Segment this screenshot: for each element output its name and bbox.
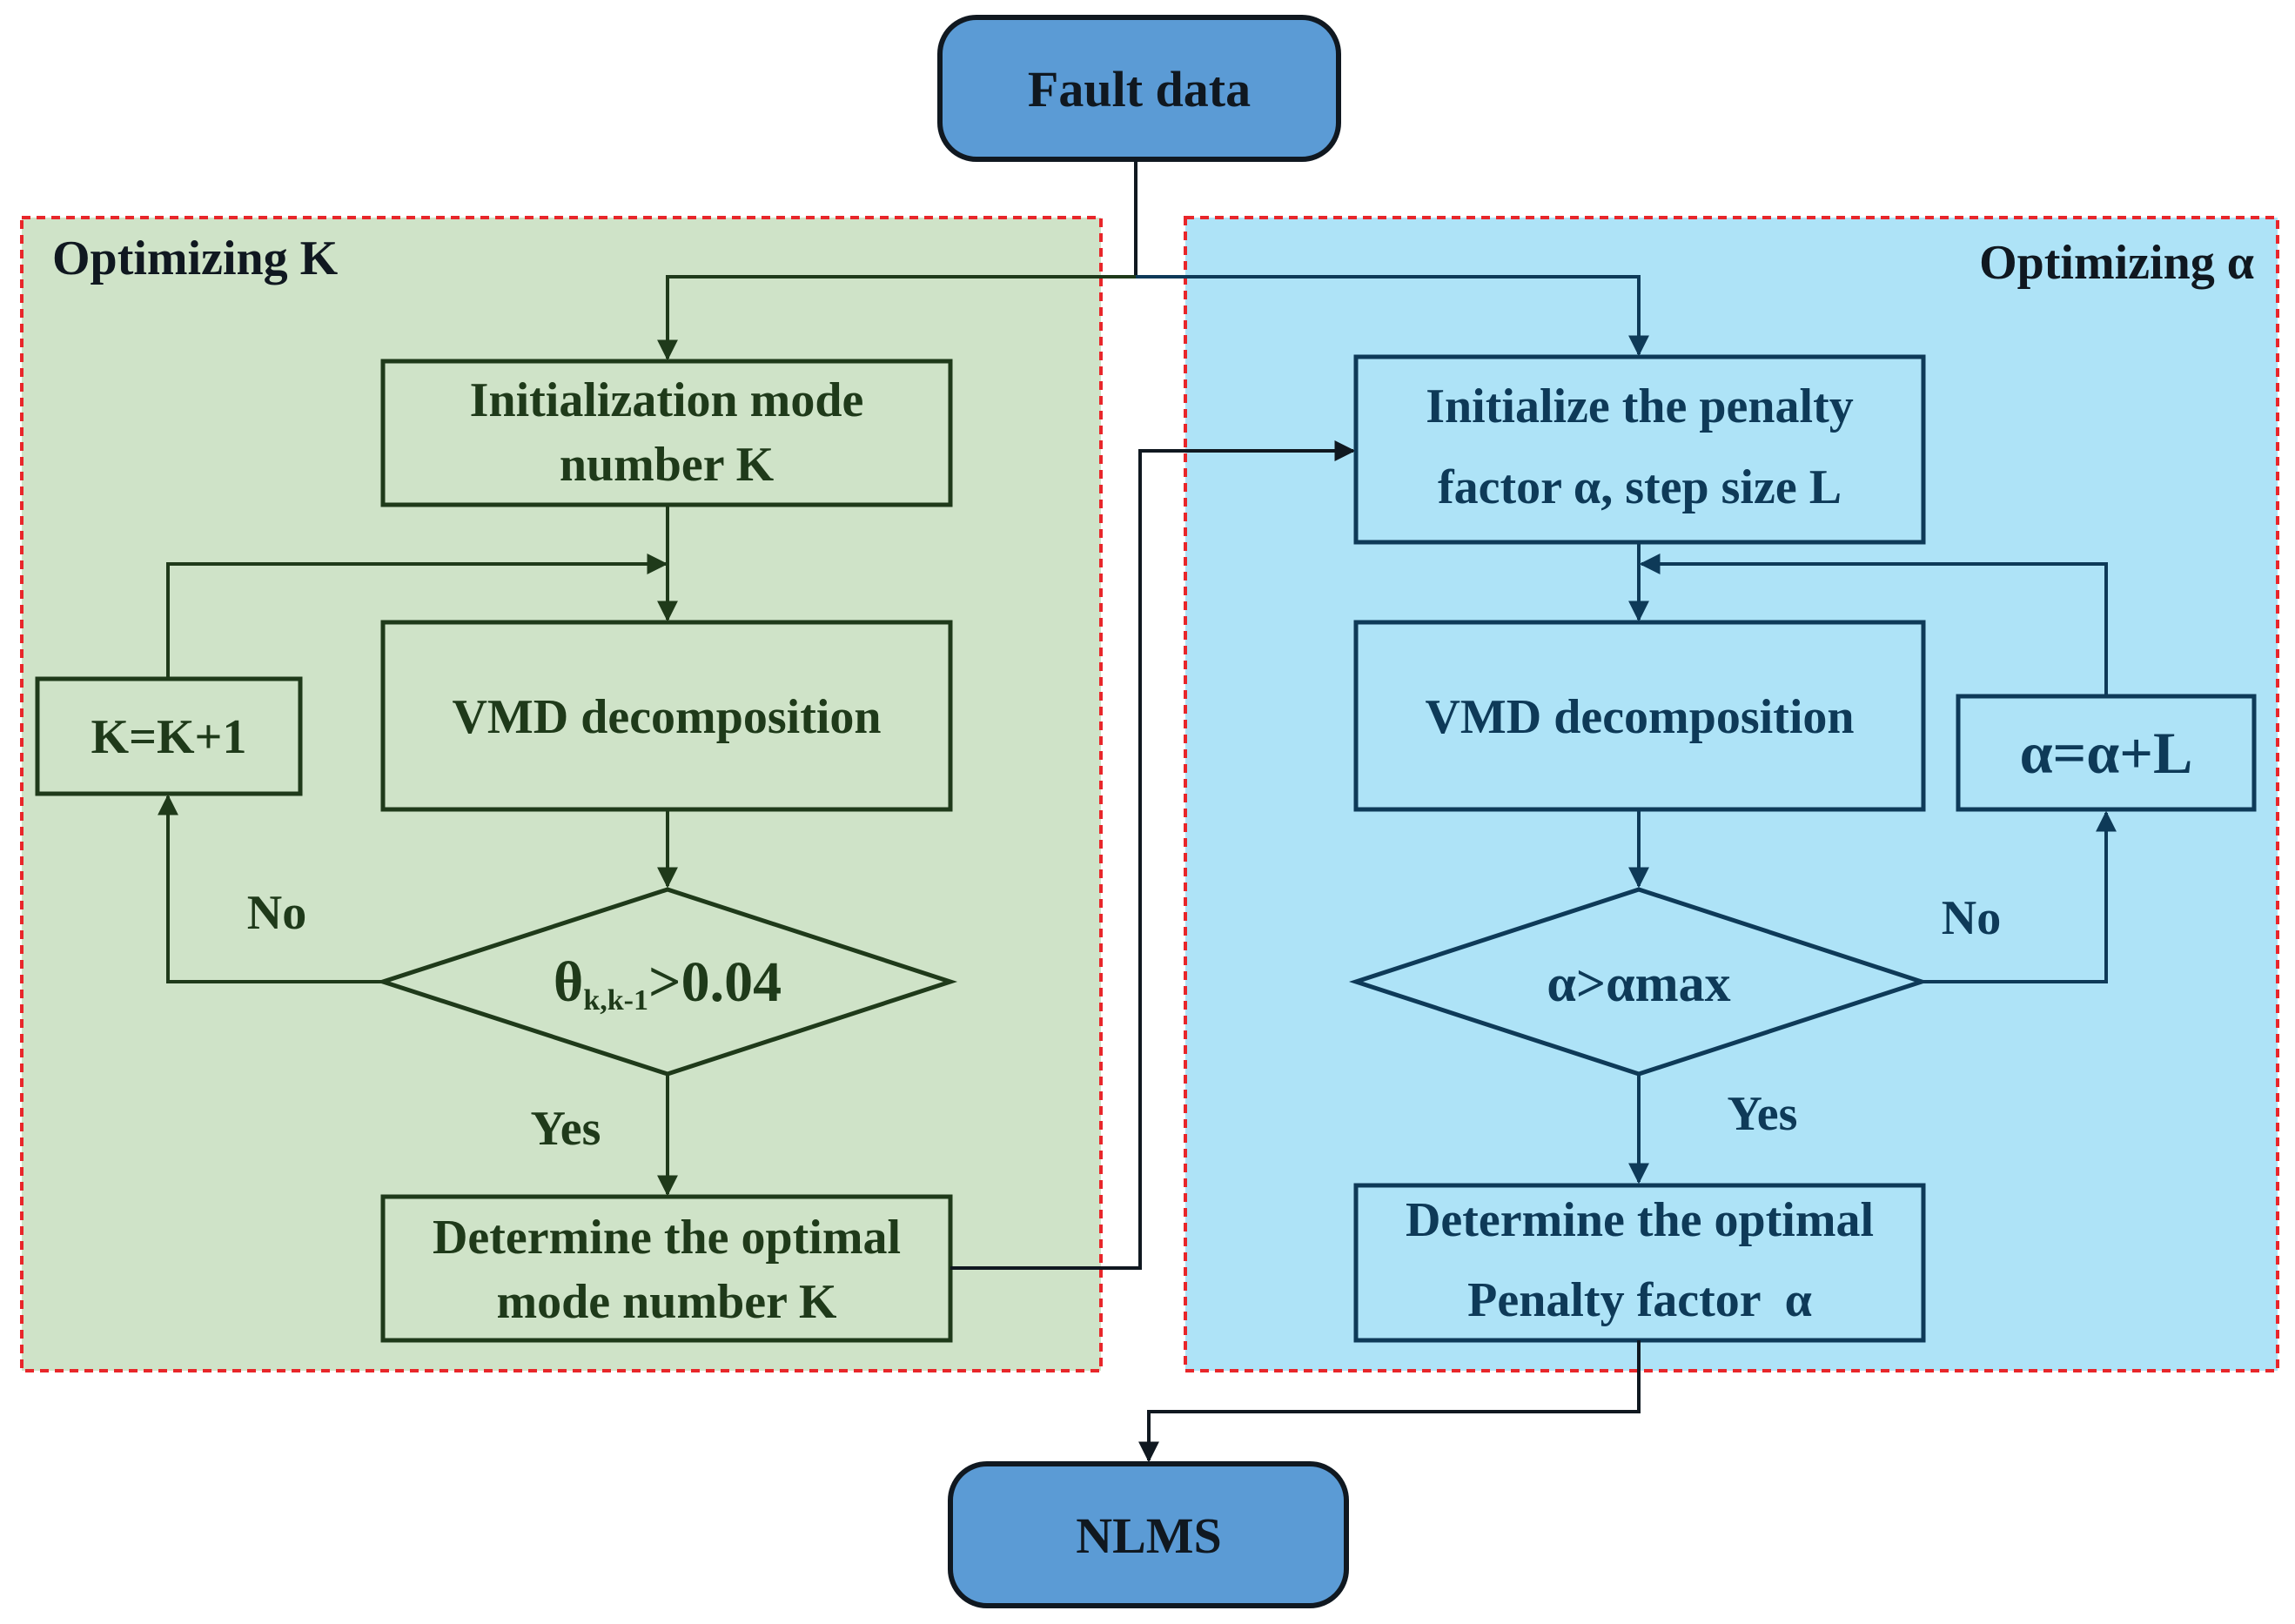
right-init-line1: Initialize the penalty — [1426, 379, 1854, 433]
arrow-right-no-to-update — [1922, 810, 2117, 983]
start-terminal — [937, 15, 1341, 162]
arrow-left-no-to-update — [158, 794, 383, 983]
right-result-line2: Penalty factor α — [1467, 1273, 1812, 1327]
arrow-right-update-loop — [1639, 554, 2108, 696]
arrow-left-update-loop — [166, 554, 668, 679]
left-result-line2: mode number K — [497, 1275, 837, 1329]
left-result-line1: Determine the optimal — [433, 1211, 901, 1265]
left-init-line2: number K — [560, 438, 775, 492]
left-no-label: No — [247, 886, 306, 940]
arrow-to-right-init — [1136, 275, 1649, 357]
right-vmd-label: VMD decomposition — [1425, 690, 1854, 744]
end-terminal-label: NLMS — [1076, 1507, 1222, 1564]
arrow-left-result-to-right-init — [950, 440, 1356, 1270]
end-terminal — [948, 1461, 1349, 1608]
left-yes-label: Yes — [531, 1102, 601, 1156]
left-condition-label: θk,k-1>0.04 — [554, 950, 782, 1017]
right-panel-title: Optimizing α — [1979, 236, 2254, 290]
right-update-label: α=α+L — [2020, 720, 2193, 786]
left-vmd-label: VMD decomposition — [452, 690, 881, 744]
arrow-right-result-to-nlms — [1138, 1340, 1641, 1463]
right-no-label: No — [1942, 891, 2001, 945]
left-init-line1: Initialization mode — [470, 373, 864, 427]
arrow-to-left-init — [657, 275, 1136, 361]
right-yes-label: Yes — [1728, 1087, 1798, 1141]
right-result-line1: Determine the optimal — [1406, 1193, 1874, 1247]
left-panel-title: Optimizing K — [52, 232, 339, 285]
right-condition-label: α>αmax — [1547, 955, 1730, 1012]
right-init-line2: factor α, step size L — [1438, 460, 1842, 514]
left-update-label: K=K+1 — [91, 710, 247, 764]
right-panel — [1184, 216, 2279, 1372]
start-terminal-label: Fault data — [1028, 61, 1251, 117]
